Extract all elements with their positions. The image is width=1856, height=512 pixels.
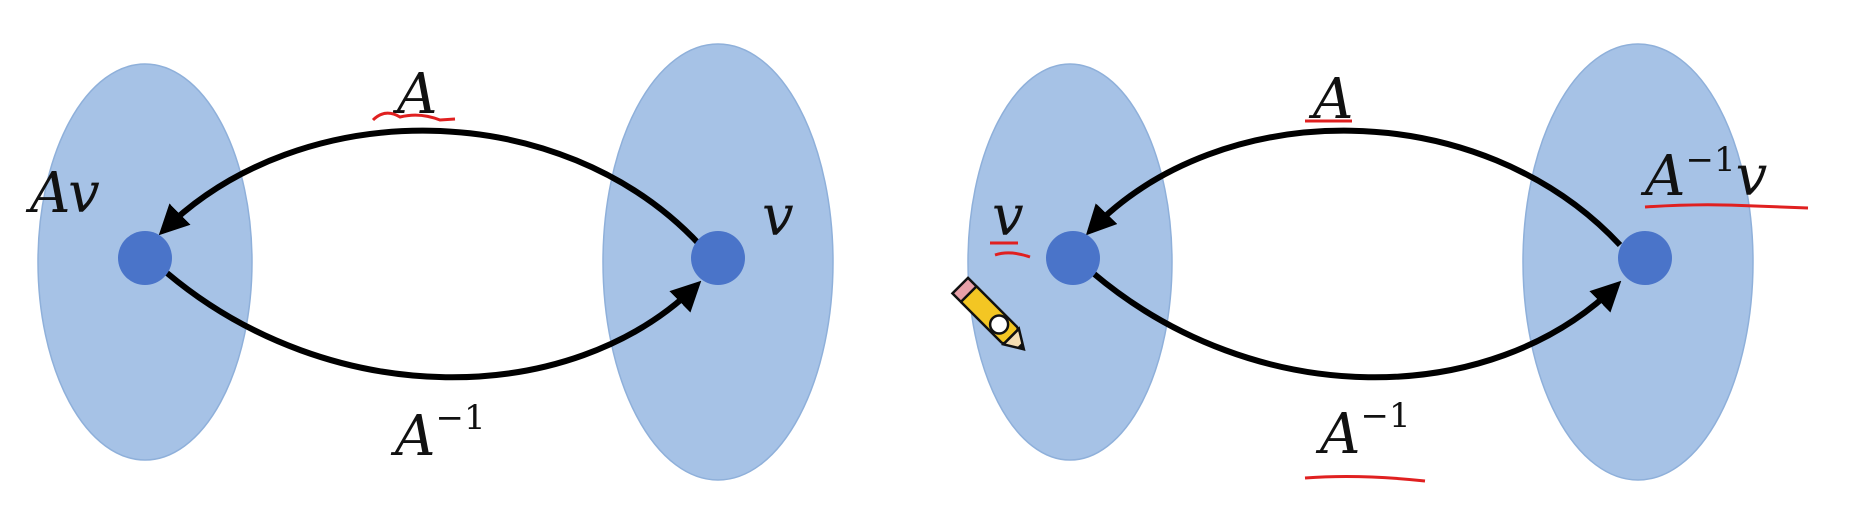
top-arrow-A xyxy=(1085,127,1623,248)
left-diagram: A A−1 Av v xyxy=(25,43,834,481)
right-point xyxy=(1618,231,1672,285)
top-arrow-A xyxy=(158,127,703,248)
left-label-annotation xyxy=(990,241,1031,259)
top-label-annotation xyxy=(371,111,456,122)
left-point-label: Av xyxy=(25,161,100,226)
bottom-arrow-label: A−1 xyxy=(390,398,486,469)
pencil-icon xyxy=(950,276,1026,351)
right-label-underline xyxy=(1644,203,1809,210)
left-point-label: v xyxy=(992,184,1024,249)
right-diagram: A A−1 v A−1v xyxy=(950,43,1809,483)
bottom-arrow-A-inverse xyxy=(1091,270,1622,381)
bottom-label-underline xyxy=(1304,475,1426,483)
left-point xyxy=(118,231,172,285)
bottom-arrow-label: A−1 xyxy=(1315,396,1411,467)
bottom-arrow-A-inverse xyxy=(165,270,702,381)
right-point xyxy=(691,231,745,285)
right-point-label: A−1v xyxy=(1640,140,1768,209)
right-point-label: v xyxy=(762,184,794,249)
left-point xyxy=(1046,231,1100,285)
